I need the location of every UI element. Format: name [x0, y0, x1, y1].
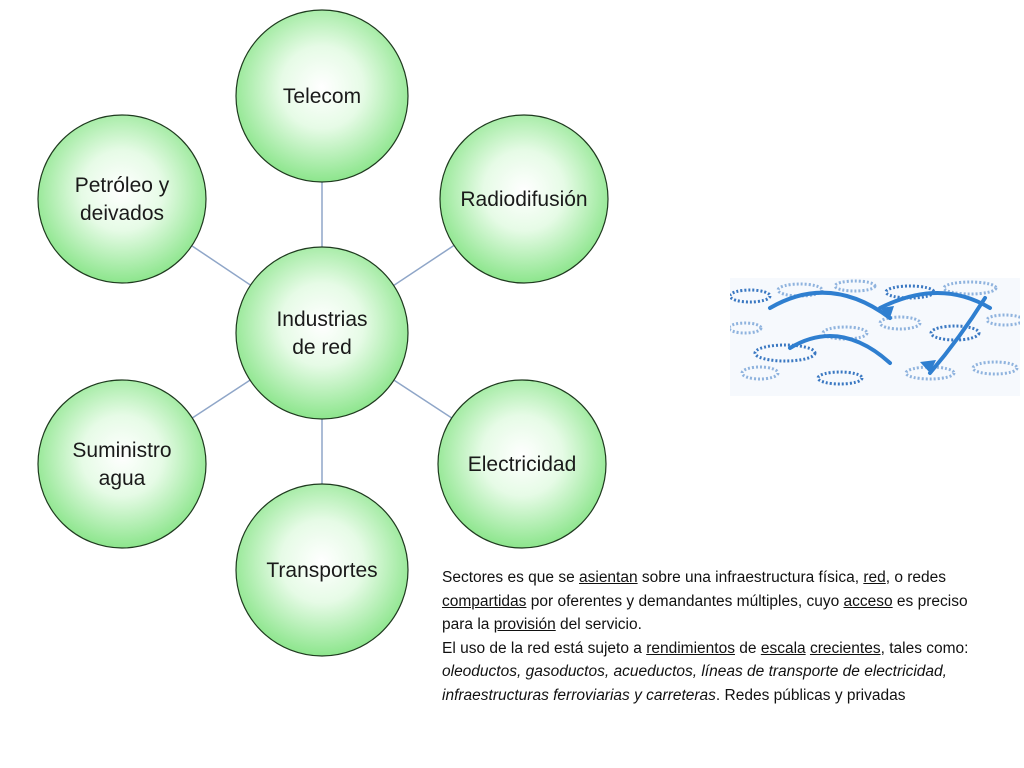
circles: TelecomRadiodifusiónElectricidadTranspor…	[37, 9, 609, 657]
node-suministro-agua: Suministro agua	[37, 379, 207, 549]
node-petroleo-circle	[37, 114, 207, 284]
node-transportes-label: Transportes	[266, 559, 377, 582]
text-run: , o redes	[885, 569, 947, 586]
node-suministro-agua-label: Suministro	[72, 439, 171, 462]
node-center: Industrias de red	[235, 246, 409, 420]
node-center-circle	[235, 246, 409, 420]
text-run: es preciso para la	[442, 592, 968, 634]
text-run: Sectores es que se	[442, 569, 579, 586]
node-electricidad-label: Electricidad	[468, 453, 577, 476]
underlined-term: crecientes	[809, 639, 881, 657]
node-radiodifusion-label: Radiodifusión	[460, 188, 587, 211]
node-radiodifusion-circle	[439, 114, 609, 284]
text-run: El uso de la red está sujeto a	[442, 639, 647, 657]
underlined-term: red	[863, 569, 886, 586]
underlined-term: acceso	[843, 592, 893, 610]
text-run: , tales como:	[880, 639, 969, 657]
node-electricidad: Electricidad	[437, 379, 607, 549]
underlined-term: provisión	[493, 616, 556, 633]
italic-examples: oleoductos, gasoductos, acueductos, líne…	[442, 663, 947, 704]
text-run: de	[734, 639, 761, 657]
node-radiodifusion: Radiodifusión	[439, 114, 609, 284]
node-telecom-label: Telecom	[283, 85, 361, 108]
node-petroleo-label: Petróleo y	[75, 174, 170, 197]
node-petroleo-label: deivados	[80, 202, 164, 225]
node-transportes: Transportes	[235, 483, 409, 657]
node-electricidad-circle	[437, 379, 607, 549]
underlined-term: escala	[760, 639, 806, 657]
text-run: . Redes públicas y privadas	[715, 686, 906, 704]
underlined-term: compartidas	[442, 592, 527, 610]
node-telecom: Telecom	[235, 9, 409, 183]
node-telecom-circle	[235, 9, 409, 183]
node-center-label: de red	[292, 336, 352, 359]
text-run: del servicio.	[555, 616, 642, 633]
node-suministro-agua-circle	[37, 379, 207, 549]
description-text: Sectores es que se asientan sobre una in…	[442, 566, 982, 707]
text-run: por oferentes y demandantes múltiples, c…	[526, 592, 844, 610]
underlined-term: asientan	[579, 569, 638, 586]
node-center-label: Industrias	[276, 308, 367, 331]
people-network-image	[730, 278, 1020, 396]
node-petroleo: Petróleo y deivados	[37, 114, 207, 284]
underlined-term: rendimientos	[646, 639, 735, 657]
node-transportes-circle	[235, 483, 409, 657]
text-run: sobre una infraestructura física,	[637, 569, 864, 586]
node-suministro-agua-label: agua	[99, 467, 146, 490]
